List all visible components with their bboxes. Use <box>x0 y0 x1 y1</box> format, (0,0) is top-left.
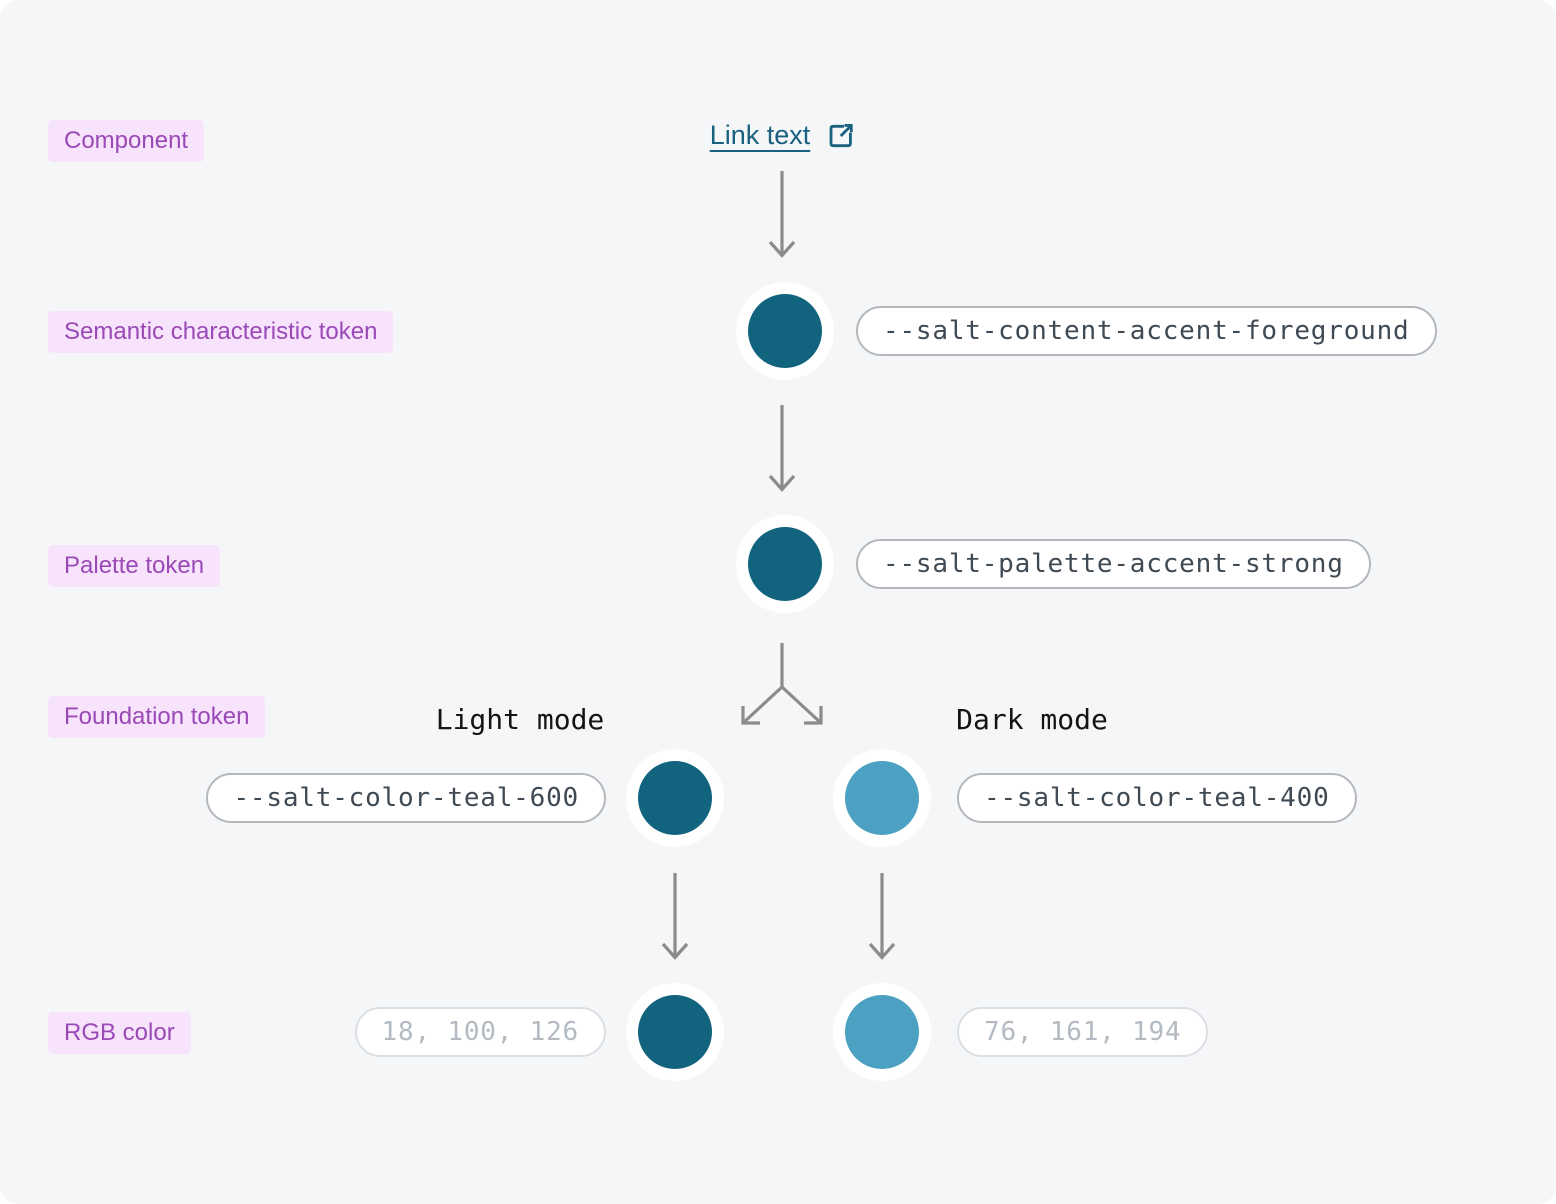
palette-token-swatch <box>748 527 822 601</box>
arrow-down-icon <box>659 872 691 964</box>
semantic-token-swatch <box>748 294 822 368</box>
arrow-down-icon <box>866 872 898 964</box>
light-mode-label: Light mode <box>435 703 605 736</box>
semantic-token-node <box>736 282 834 380</box>
rgb-dark-swatch <box>845 995 919 1069</box>
rgb-dark-value-pill: 76, 161, 194 <box>957 1007 1209 1057</box>
foundation-light-token-pill: --salt-color-teal-600 <box>206 773 606 823</box>
palette-token-node <box>736 515 834 613</box>
foundation-light-node <box>626 749 724 847</box>
rgb-dark-node <box>833 983 931 1081</box>
link-text[interactable]: Link text <box>709 120 811 150</box>
semantic-row-tag: Semantic characteristic token <box>48 311 394 353</box>
rgb-light-swatch <box>638 995 712 1069</box>
component-link[interactable]: Link text <box>710 120 855 151</box>
external-link-icon <box>826 122 854 150</box>
arrow-down-icon <box>766 404 798 496</box>
arrow-down-icon <box>766 170 798 262</box>
palette-token-pill: --salt-palette-accent-strong <box>856 539 1371 589</box>
foundation-light-swatch <box>638 761 712 835</box>
foundation-dark-node <box>833 749 931 847</box>
rgb-row-tag: RGB color <box>48 1012 191 1054</box>
palette-row-tag: Palette token <box>48 545 221 587</box>
branch-arrow-icon <box>729 642 835 726</box>
dark-mode-label: Dark mode <box>956 703 1108 736</box>
foundation-dark-token-pill: --salt-color-teal-400 <box>957 773 1357 823</box>
component-row-tag: Component <box>48 120 205 162</box>
rgb-light-node <box>626 983 724 1081</box>
semantic-token-pill: --salt-content-accent-foreground <box>856 306 1437 356</box>
rgb-light-value-pill: 18, 100, 126 <box>354 1007 606 1057</box>
foundation-dark-swatch <box>845 761 919 835</box>
foundation-row-tag: Foundation token <box>48 696 266 738</box>
